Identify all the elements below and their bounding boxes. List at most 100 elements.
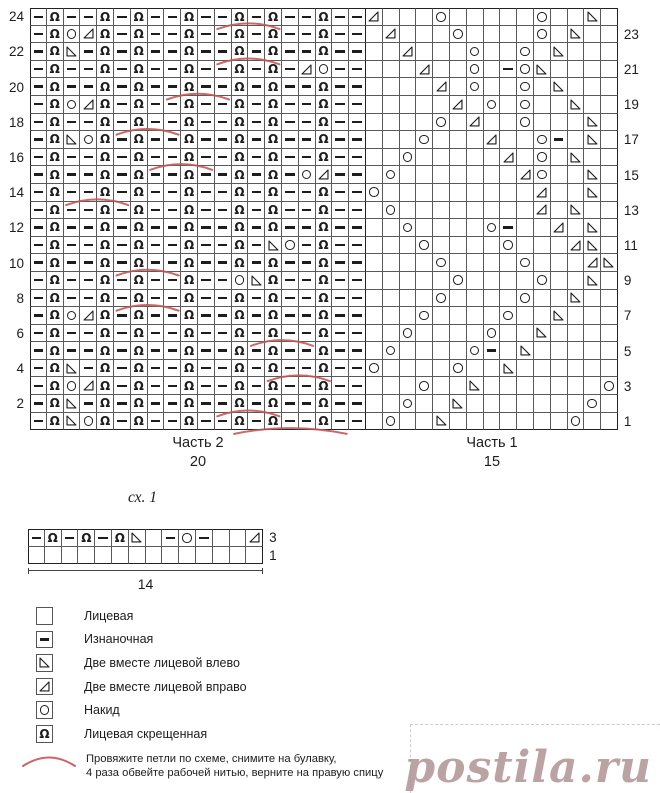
- chart-cell: [449, 395, 467, 413]
- purl-icon: [352, 85, 362, 88]
- twisted-knit-icon: Ω: [318, 44, 329, 59]
- chart-cell: [63, 219, 81, 237]
- chart-cell: [567, 78, 585, 96]
- chart-cell: [433, 342, 450, 360]
- chart-cell: [214, 183, 232, 202]
- chart-cell: [63, 8, 81, 26]
- chart-cell: [584, 25, 602, 44]
- chart-cell: Ω: [315, 289, 333, 308]
- chart-cell: [197, 95, 215, 114]
- purl-icon: [335, 261, 345, 264]
- chart-cell: [399, 166, 417, 184]
- chart-cell: [433, 324, 450, 343]
- part-1-label: Часть 1: [466, 435, 518, 451]
- chart-cell: [197, 307, 215, 325]
- chart-cell: [533, 254, 551, 272]
- purl-icon: [150, 138, 161, 141]
- chart-cell: [567, 43, 585, 61]
- purl-icon: [33, 103, 44, 106]
- purl-icon: [285, 191, 295, 194]
- twisted-knit-icon: Ω: [133, 325, 144, 340]
- chart-cell: Ω: [97, 78, 114, 96]
- purl-icon: [167, 67, 178, 71]
- twisted-knit-icon: Ω: [234, 220, 245, 235]
- chart-cell: Ω: [130, 131, 148, 149]
- chart-cell: [248, 166, 266, 184]
- chart-cell: [449, 8, 467, 26]
- chart-cell: [298, 324, 316, 343]
- chart-cell: [246, 546, 264, 565]
- purl-icon: [285, 155, 295, 159]
- chart-cell: [601, 148, 618, 167]
- purl-icon: [301, 138, 312, 141]
- twisted-knit-icon: Ω: [99, 185, 111, 200]
- yarn-over-icon: [385, 416, 396, 426]
- chart-cell: Ω: [46, 395, 64, 413]
- chart-cell: [584, 78, 602, 96]
- chart-cell: [601, 60, 618, 79]
- chart-cell: [349, 148, 366, 167]
- dec-right-icon: [435, 80, 448, 93]
- yarn-over-icon: [486, 99, 497, 110]
- twisted-knit-icon: Ω: [99, 290, 111, 305]
- twisted-knit-icon: Ω: [133, 79, 144, 94]
- row-number-right: [618, 360, 642, 378]
- yarn-over-icon: [537, 275, 547, 285]
- chart-cell: [113, 95, 131, 114]
- chart-cell: [416, 95, 434, 114]
- twisted-knit-icon: Ω: [183, 9, 195, 24]
- chart-cell: [399, 25, 417, 44]
- purl-icon: [301, 50, 312, 53]
- purl-icon: [251, 138, 261, 141]
- twisted-knit-icon: Ω: [183, 44, 195, 59]
- chart-cell: [483, 271, 501, 290]
- purl-icon: [150, 384, 161, 387]
- purl-icon: [98, 536, 108, 539]
- chart-cell: [113, 342, 131, 360]
- chart-cell: [229, 529, 247, 547]
- chart-cell: Ω: [265, 359, 282, 378]
- twisted-knit-icon: Ω: [183, 97, 195, 112]
- chart-cell: [382, 307, 400, 325]
- wrap-note-text: Провяжите петли по схеме, снимите на бул…: [86, 752, 383, 780]
- yarn-over-icon: [520, 99, 530, 110]
- chart-cell: [214, 359, 232, 378]
- chart-cell: [399, 148, 417, 167]
- twisted-knit-icon: Ω: [36, 724, 53, 743]
- purl-icon: [335, 296, 345, 299]
- yarn-over-icon: [520, 117, 530, 127]
- legend-item: Две вместе лицевой влево: [36, 654, 247, 672]
- chart-cell: [349, 307, 366, 325]
- purl-icon: [352, 103, 362, 106]
- chart-cell: [449, 25, 467, 44]
- chart-cell: [584, 254, 602, 272]
- twisted-knit-icon: Ω: [267, 325, 279, 340]
- chart-cell: [231, 271, 249, 290]
- twisted-knit-icon: Ω: [133, 290, 144, 305]
- chart-cell: [466, 412, 484, 431]
- purl-icon: [335, 279, 345, 282]
- twisted-knit-icon: Ω: [267, 220, 279, 235]
- purl-icon: [217, 15, 228, 18]
- chart-cell: [80, 113, 98, 132]
- purl-icon: [33, 226, 44, 229]
- purl-icon: [83, 15, 94, 18]
- twisted-knit-icon: Ω: [234, 44, 245, 59]
- chart-cell: Ω: [231, 25, 249, 44]
- twisted-knit-icon: Ω: [267, 273, 279, 288]
- twisted-knit-icon: Ω: [49, 167, 60, 182]
- twisted-knit-icon: Ω: [47, 530, 58, 545]
- chart-cell: [382, 201, 400, 220]
- chart-cell: [281, 8, 299, 26]
- chart-cell: [214, 148, 232, 167]
- chart-cell: Ω: [181, 395, 198, 413]
- chart-cell: [281, 324, 299, 343]
- chart-cell: Ω: [315, 131, 333, 149]
- chart-cell: [466, 307, 484, 325]
- twisted-knit-icon: Ω: [183, 185, 195, 200]
- dec-left-icon: [267, 239, 280, 252]
- chart-cell: [601, 289, 618, 308]
- chart-cell: [147, 324, 165, 343]
- purl-icon: [150, 120, 161, 124]
- chart-cell: [449, 78, 467, 96]
